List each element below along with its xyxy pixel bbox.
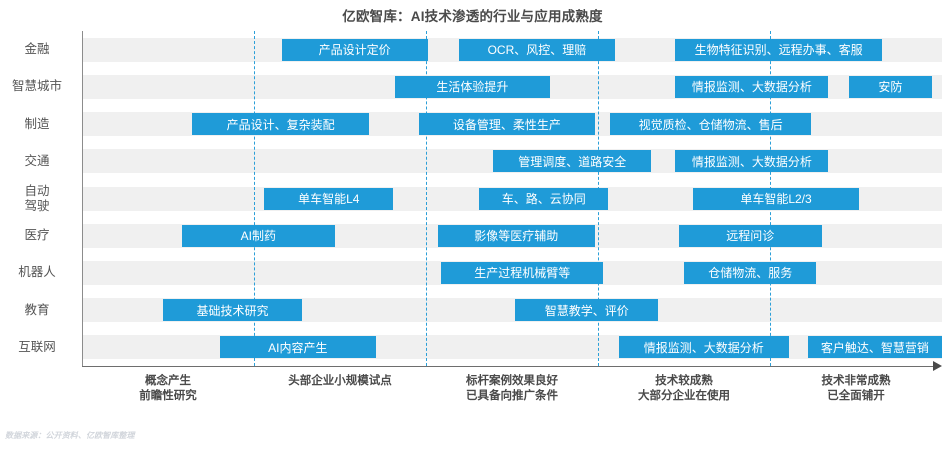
y-axis-label: 医疗 <box>24 228 50 243</box>
bar-segment[interactable]: 生活体验提升 <box>395 75 550 98</box>
x-axis-label: 技术非常成熟 已全面铺开 <box>821 375 891 402</box>
bar-segment[interactable]: 车、路、云协同 <box>479 187 609 210</box>
bar-segment[interactable]: 影像等医疗辅助 <box>438 224 595 247</box>
bar-segment[interactable]: 产品设计定价 <box>281 38 428 61</box>
y-axis-label: 制造 <box>24 116 50 131</box>
bar-segment[interactable]: 视觉质检、仓储物流、售后 <box>610 113 812 136</box>
bar-segment[interactable]: 生产过程机械臂等 <box>441 261 604 284</box>
bar-segment[interactable]: OCR、风控、理赔 <box>458 38 616 61</box>
bar-segment[interactable]: 基础技术研究 <box>162 299 303 322</box>
y-axis-line <box>82 31 83 367</box>
bar-segment[interactable]: 管理调度、道路安全 <box>493 150 652 173</box>
x-axis-label: 标杆案例效果良好 已具备向推广条件 <box>466 375 558 402</box>
bar-segment[interactable]: 设备管理、柔性生产 <box>419 113 595 136</box>
bar-segment[interactable]: 仓储物流、服务 <box>684 261 817 284</box>
bar-segment[interactable]: 产品设计、复杂装配 <box>192 113 370 136</box>
bar-segment[interactable]: 生物特征识别、远程办事、客服 <box>675 38 882 61</box>
bar-segment[interactable]: 客户触达、智慧营销 <box>807 336 942 359</box>
y-axis-label: 交通 <box>24 153 50 168</box>
y-axis-label: 教育 <box>24 302 50 317</box>
x-axis-label: 技术较成熟 大部分企业在使用 <box>638 375 730 402</box>
x-axis-line <box>82 366 935 367</box>
source-note: 数据来源：公开资料、亿欧智库整理 <box>5 431 135 440</box>
gridline <box>426 31 427 366</box>
y-axis-label: 机器人 <box>18 265 56 280</box>
y-axis-label: 金融 <box>24 42 50 57</box>
bar-segment[interactable]: 情报监测、大数据分析 <box>675 150 829 173</box>
y-axis-label: 互联网 <box>18 339 56 354</box>
bar-segment[interactable]: 情报监测、大数据分析 <box>618 336 789 359</box>
bar-segment[interactable]: 智慧教学、评价 <box>515 299 659 322</box>
bar-segment[interactable]: 远程问诊 <box>678 224 822 247</box>
x-axis-label: 概念产生 前瞻性研究 <box>139 375 197 402</box>
chart-title: 亿欧智库：AI技术渗透的行业与应用成熟度 <box>342 9 603 24</box>
y-axis-label: 智慧城市 <box>11 79 62 94</box>
x-axis-arrow-icon <box>933 361 942 371</box>
bar-segment[interactable]: 单车智能L4 <box>264 187 394 210</box>
y-axis-label: 自动驾驶 <box>24 183 50 213</box>
bar-segment[interactable]: 安防 <box>849 75 932 98</box>
x-axis-label: 头部企业小规模试点 <box>288 375 392 387</box>
bar-segment[interactable]: AI内容产生 <box>219 336 377 359</box>
bar-segment[interactable]: AI制药 <box>181 224 335 247</box>
bar-segment[interactable]: 单车智能L2/3 <box>692 187 860 210</box>
bar-segment[interactable]: 情报监测、大数据分析 <box>675 75 829 98</box>
gridline <box>254 31 255 366</box>
